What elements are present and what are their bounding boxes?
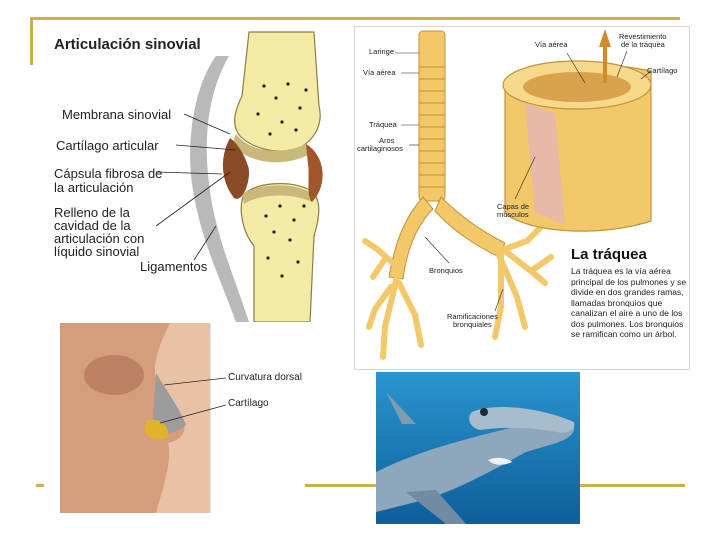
label-cartilago-trachea: Cartílago [647,67,677,75]
joint-title: Articulación sinovial [54,36,201,53]
label-capsula-line2: la articulación [54,181,134,195]
label-cartilago-articular: Cartílago articular [56,139,159,153]
trachea-figure: Laringe Vía aérea Tráquea Aros cartilagi… [354,26,690,370]
label-curvatura-dorsal: Curvatura dorsal [228,372,302,383]
label-via-aerea-top: Vía aérea [535,41,568,49]
label-bronquios: Bronquios [429,267,463,275]
nose-illustration [60,323,304,513]
shark-illustration [376,372,580,524]
label-ligamentos: Ligamentos [140,260,207,274]
label-cartilago-nose: Cartílago [228,398,269,409]
hammerhead-shark-photo [376,372,580,524]
label-capsula-line1: Cápsula fibrosa de [54,167,162,181]
label-relleno-line4: líquido sinovial [54,245,139,259]
label-ramificaciones-line2: bronquiales [453,321,492,329]
synovial-joint-figure: Articulación sinovial Membrana sinovial … [44,26,344,322]
nose-figure: Curvatura dorsal Cartílago [60,323,304,513]
slide-top-rule [30,17,680,20]
label-laringe: Laringe [369,48,394,56]
label-traquea: Tráquea [369,121,397,129]
slide-left-rule [30,17,33,65]
label-capas-line2: músculos [497,211,529,219]
label-aros-line2: cartilaginosos [357,145,403,153]
trachea-info-text: La tráquea es la vía aérea principal de … [571,266,689,340]
label-membrana-sinovial: Membrana sinovial [62,108,171,122]
slide-bottom-rule-left [36,484,44,487]
label-via-aerea-left: Vía aérea [363,69,396,77]
trachea-info-title: La tráquea [571,246,647,263]
label-revestimiento-line2: de la tráquea [621,41,665,49]
